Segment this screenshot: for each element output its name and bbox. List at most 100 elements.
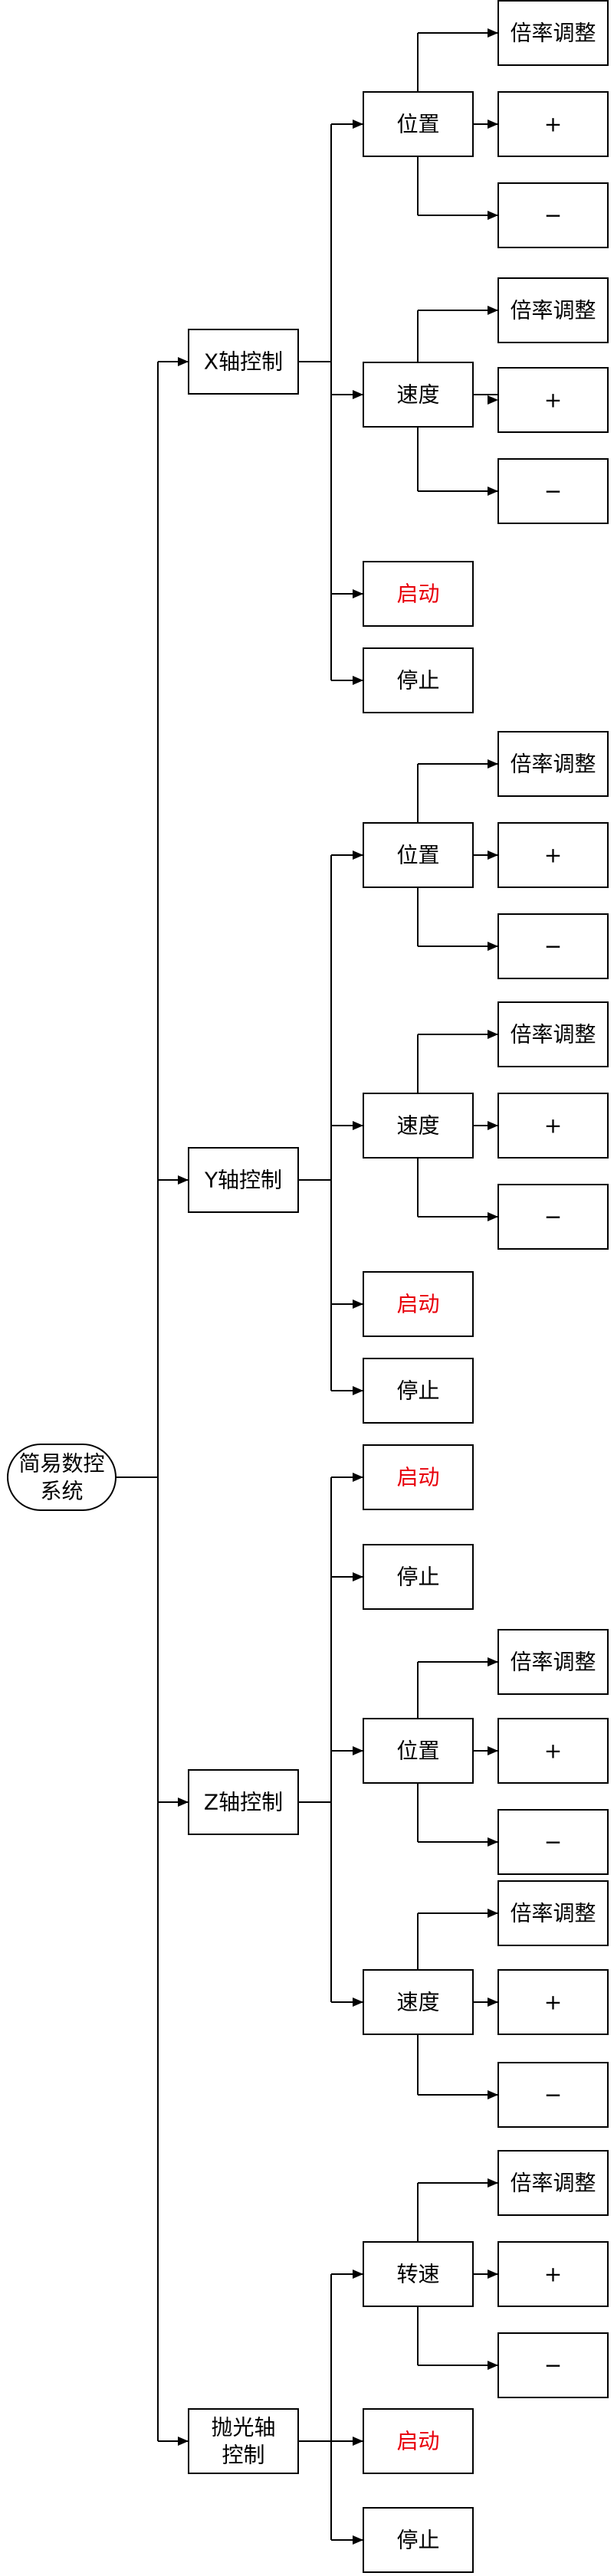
- z-axis-control-item-3-group-minus-button-label: −: [544, 1830, 562, 1855]
- z-axis-control-item-3-group[interactable]: 位置: [363, 1718, 474, 1784]
- x-axis-control-node-frame: [188, 329, 299, 395]
- z-axis-control-item-4-group-arrowhead: [353, 1998, 363, 2007]
- y-axis-control-item-3-start[interactable]: 启动: [363, 1271, 474, 1337]
- y-axis-control-item-1-group-label: 位置: [396, 843, 439, 868]
- z-axis-control-item-3-group-rate-adjust-button[interactable]: 倍率调整: [497, 1629, 609, 1695]
- y-axis-control-node[interactable]: Y轴控制: [188, 1147, 299, 1213]
- y-axis-control-item-1-group-minus-button-label: −: [544, 934, 562, 959]
- x-axis-control-item-2-group-frame: [363, 362, 474, 428]
- x-axis-control-item-2-group-minus-button-arrowhead: [488, 487, 498, 496]
- polish-axis-control-item-2-start-frame: [363, 2408, 474, 2474]
- x-axis-control-item-1-group-rate-adjust-button-label: 倍率调整: [510, 21, 596, 46]
- z-axis-control-item-3-group-minus-button-arrowhead: [488, 1837, 498, 1847]
- z-axis-control-item-3-group-frame: [363, 1718, 474, 1784]
- y-axis-control-item-3-start-arrowhead: [353, 1299, 363, 1309]
- x-axis-control-item-2-group-plus-button[interactable]: +: [497, 367, 609, 433]
- polish-axis-control-item-2-start-arrowhead: [353, 2437, 363, 2446]
- z-axis-control-item-3-group-rate-adjust-button-label: 倍率调整: [510, 1650, 596, 1675]
- y-axis-control-item-1-group-minus-button[interactable]: −: [497, 913, 609, 979]
- x-axis-control-item-1-group-rate-adjust-button-arrowhead: [488, 28, 498, 38]
- polish-axis-control-item-1-group-minus-button[interactable]: −: [497, 2332, 609, 2398]
- x-axis-control-item-2-group-rate-adjust-button-label: 倍率调整: [510, 298, 596, 323]
- polish-axis-control-item-1-group-arrowhead: [353, 2270, 363, 2279]
- polish-axis-control-item-1-group-plus-button[interactable]: +: [497, 2241, 609, 2307]
- y-axis-control-item-1-group-minus-button-frame: [497, 913, 609, 979]
- z-axis-control-item-4-group[interactable]: 速度: [363, 1969, 474, 2035]
- y-axis-control-item-1-group-arrowhead: [353, 850, 363, 860]
- y-axis-control-item-2-group-minus-button[interactable]: −: [497, 1184, 609, 1250]
- x-axis-control-node[interactable]: X轴控制: [188, 329, 299, 395]
- x-axis-control-item-1-group-arrowhead: [353, 120, 363, 129]
- x-axis-control-item-1-group-minus-button-label: −: [544, 203, 562, 228]
- x-axis-control-item-2-group-rate-adjust-button[interactable]: 倍率调整: [497, 277, 609, 343]
- y-axis-control-item-1-group[interactable]: 位置: [363, 822, 474, 888]
- z-axis-control-item-4-group-minus-button-arrowhead: [488, 2090, 498, 2099]
- z-axis-control-item-1-start-arrowhead: [353, 1473, 363, 1482]
- y-axis-control-item-2-group-plus-button-frame: [497, 1093, 609, 1159]
- y-axis-control-item-1-group-plus-button-arrowhead: [488, 850, 498, 860]
- x-axis-control-item-4-stop[interactable]: 停止: [363, 647, 474, 713]
- y-axis-control-item-1-group-rate-adjust-button[interactable]: 倍率调整: [497, 731, 609, 797]
- y-axis-control-item-1-group-plus-button[interactable]: +: [497, 822, 609, 888]
- x-axis-control-item-4-stop-arrowhead: [353, 676, 363, 685]
- y-axis-control-item-3-start-frame: [363, 1271, 474, 1337]
- y-axis-control-item-2-group-plus-button[interactable]: +: [497, 1093, 609, 1159]
- z-axis-control-item-4-group-rate-adjust-button-frame: [497, 1880, 609, 1946]
- z-axis-control-item-2-stop[interactable]: 停止: [363, 1544, 474, 1610]
- z-axis-control-item-4-group-plus-button[interactable]: +: [497, 1969, 609, 2035]
- y-axis-control-item-1-group-frame: [363, 822, 474, 888]
- y-axis-control-item-2-group-plus-button-label: +: [544, 1113, 562, 1139]
- polish-axis-control-item-1-group[interactable]: 转速: [363, 2241, 474, 2307]
- y-axis-control-item-2-group-rate-adjust-button[interactable]: 倍率调整: [497, 1001, 609, 1067]
- z-axis-control-item-1-start-label: 启动: [396, 1465, 439, 1490]
- x-axis-control-arrowhead: [178, 357, 189, 366]
- y-axis-control-item-2-group-minus-button-frame: [497, 1184, 609, 1250]
- x-axis-control-item-2-group-minus-button-label: −: [544, 479, 562, 504]
- z-axis-control-item-4-group-rate-adjust-button-label: 倍率调整: [510, 1901, 596, 1926]
- x-axis-control-item-2-group[interactable]: 速度: [363, 362, 474, 428]
- x-axis-control-item-2-group-minus-button[interactable]: −: [497, 458, 609, 524]
- x-axis-control-item-1-group-rate-adjust-button[interactable]: 倍率调整: [497, 0, 609, 66]
- x-axis-control-item-2-group-label: 速度: [396, 382, 439, 408]
- x-axis-control-item-2-group-rate-adjust-button-frame: [497, 277, 609, 343]
- z-axis-control-item-1-start[interactable]: 启动: [363, 1444, 474, 1510]
- x-axis-control-item-2-group-plus-button-frame: [497, 367, 609, 433]
- z-axis-control-item-4-group-minus-button[interactable]: −: [497, 2062, 609, 2128]
- y-axis-control-item-2-group-plus-button-arrowhead: [488, 1121, 498, 1130]
- x-axis-control-item-1-group-plus-button[interactable]: +: [497, 91, 609, 157]
- x-axis-control-item-2-group-arrowhead: [353, 390, 363, 399]
- y-axis-control-item-1-group-rate-adjust-button-label: 倍率调整: [510, 752, 596, 777]
- x-axis-control-item-3-start-frame: [363, 561, 474, 627]
- z-axis-control-item-3-group-minus-button-frame: [497, 1809, 609, 1875]
- z-axis-control-item-3-group-plus-button-label: +: [544, 1739, 562, 1764]
- y-axis-control-arrowhead: [178, 1175, 189, 1185]
- z-axis-control-item-2-stop-label: 停止: [396, 1565, 439, 1590]
- polish-axis-control-item-2-start[interactable]: 启动: [363, 2408, 474, 2474]
- z-axis-control-node[interactable]: Z轴控制: [188, 1769, 299, 1835]
- y-axis-control-item-1-group-minus-button-arrowhead: [488, 942, 498, 951]
- z-axis-control-item-3-group-minus-button[interactable]: −: [497, 1809, 609, 1875]
- z-axis-control-item-3-group-plus-button-frame: [497, 1718, 609, 1784]
- root-node-simple-cnc-system-label-line: 系统: [40, 1479, 83, 1504]
- y-axis-control-item-3-start-label: 启动: [396, 1292, 439, 1317]
- x-axis-control-item-1-group-minus-button[interactable]: −: [497, 182, 609, 248]
- y-axis-control-item-2-group[interactable]: 速度: [363, 1093, 474, 1159]
- z-axis-control-node-label: Z轴控制: [204, 1790, 283, 1815]
- polish-axis-control-item-1-group-plus-button-frame: [497, 2241, 609, 2307]
- x-axis-control-item-1-group[interactable]: 位置: [363, 91, 474, 157]
- z-axis-control-item-4-group-rate-adjust-button[interactable]: 倍率调整: [497, 1880, 609, 1946]
- z-axis-control-item-3-group-plus-button[interactable]: +: [497, 1718, 609, 1784]
- y-axis-control-item-4-stop[interactable]: 停止: [363, 1358, 474, 1424]
- polish-axis-control-item-1-group-rate-adjust-button[interactable]: 倍率调整: [497, 2150, 609, 2216]
- x-axis-control-item-2-group-plus-button-label: +: [544, 388, 562, 413]
- y-axis-control-item-1-group-plus-button-label: +: [544, 843, 562, 868]
- z-axis-control-item-3-group-plus-button-arrowhead: [488, 1746, 498, 1755]
- y-axis-control-item-1-group-plus-button-frame: [497, 822, 609, 888]
- polish-axis-control-item-3-stop[interactable]: 停止: [363, 2507, 474, 2573]
- y-axis-control-item-4-stop-arrowhead: [353, 1386, 363, 1395]
- x-axis-control-item-3-start[interactable]: 启动: [363, 561, 474, 627]
- z-axis-control-item-2-stop-arrowhead: [353, 1572, 363, 1581]
- x-axis-control-item-1-group-label: 位置: [396, 112, 439, 137]
